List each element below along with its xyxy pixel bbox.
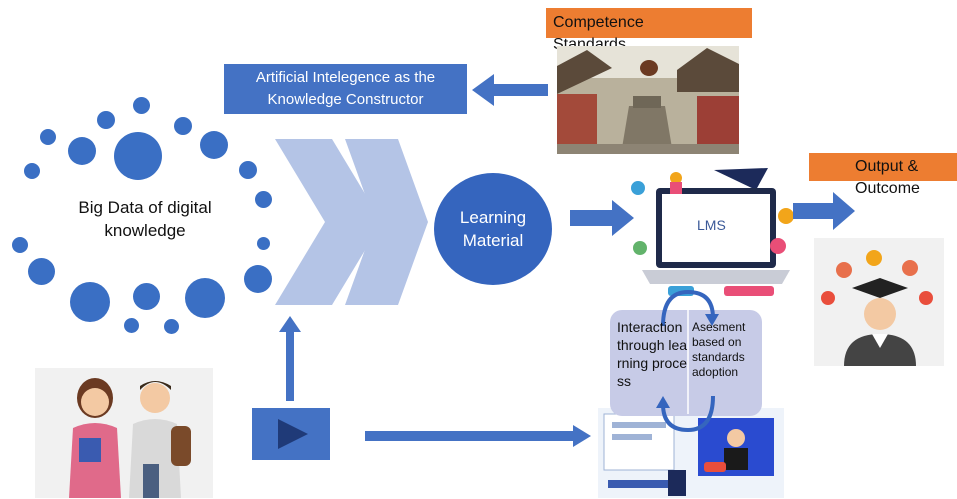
video-play-box bbox=[252, 408, 330, 460]
stone-jumping-photo bbox=[557, 46, 739, 154]
graduate-illustration bbox=[814, 238, 944, 366]
arrow-up-to-chevrons bbox=[279, 316, 301, 401]
arrow-left-to-ai bbox=[472, 74, 548, 106]
arrow-right-to-output bbox=[793, 192, 855, 230]
students-illustration bbox=[35, 368, 213, 498]
cycle-arrows bbox=[656, 289, 719, 433]
learning-assessment-cycle-box bbox=[610, 310, 762, 416]
lms-laptop-illustration bbox=[631, 168, 794, 296]
online-learning-illustration bbox=[598, 408, 784, 498]
competence-title: Competence bbox=[553, 14, 644, 31]
play-icon bbox=[278, 419, 308, 449]
learning-material-circle: Learning Material bbox=[434, 173, 552, 285]
competence-standards-banner bbox=[546, 8, 752, 38]
ai-knowledge-constructor-box: Artificial Intelegence as the Knowledge … bbox=[224, 64, 467, 114]
output-subtitle: Outcome bbox=[855, 180, 920, 197]
chevron-arrows bbox=[275, 139, 428, 305]
assessment-label: Asesment based on standards adoption bbox=[692, 320, 746, 379]
output-outcome-banner bbox=[809, 153, 957, 181]
lms-label: LMS bbox=[697, 217, 726, 233]
big-data-label: Big Data of digital knowledge bbox=[78, 198, 212, 240]
arrow-right-to-learning bbox=[365, 425, 591, 447]
interaction-label: Interaction through learning process bbox=[617, 319, 688, 389]
output-title: Output & bbox=[855, 158, 919, 175]
arrow-right-to-lms bbox=[570, 200, 634, 236]
